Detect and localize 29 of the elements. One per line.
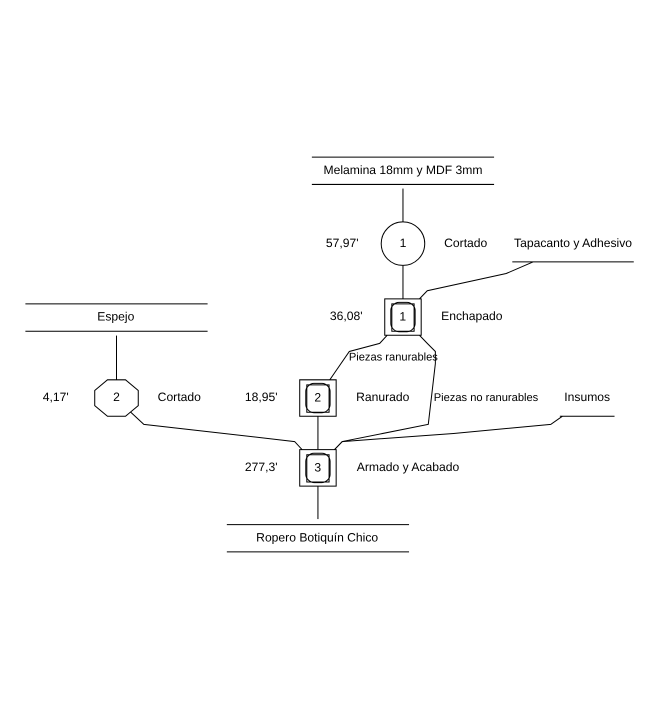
node-text: Espejo: [97, 310, 134, 324]
node-label: 57,97': [326, 236, 359, 250]
connector: [130, 412, 302, 450]
connector: [419, 262, 534, 300]
connector: [402, 188, 404, 222]
edge-label: Piezas no ranurables: [434, 392, 538, 404]
node-circle: 1: [380, 221, 426, 266]
node-label: 4,17': [42, 390, 69, 404]
connector: [116, 336, 117, 380]
node-label: Ranurado: [356, 390, 410, 404]
node-text: Tapacanto y Adhesivo: [514, 236, 632, 250]
node-label: Enchapado: [441, 309, 502, 324]
node-box: 1: [384, 298, 422, 336]
node-box: 3: [299, 449, 337, 487]
node-label: 36,08': [330, 309, 363, 324]
connector: [329, 335, 388, 380]
node-text: Insumos: [564, 390, 610, 404]
node-label: Armado y Acabado: [356, 460, 460, 474]
node-label: Cortado: [444, 236, 488, 250]
node-label: Cortado: [158, 390, 201, 404]
node-text: Melamina 18mm y MDF 3mm: [324, 162, 483, 177]
connector: [317, 486, 318, 520]
node-text: Ropero Botiquín Chico: [256, 530, 378, 544]
node-label: 18,95': [244, 390, 278, 404]
node-box: 2: [299, 379, 337, 417]
connector: [334, 416, 563, 450]
connector: [402, 266, 404, 299]
node-label: 277,3': [244, 460, 278, 474]
connector: [317, 416, 318, 450]
